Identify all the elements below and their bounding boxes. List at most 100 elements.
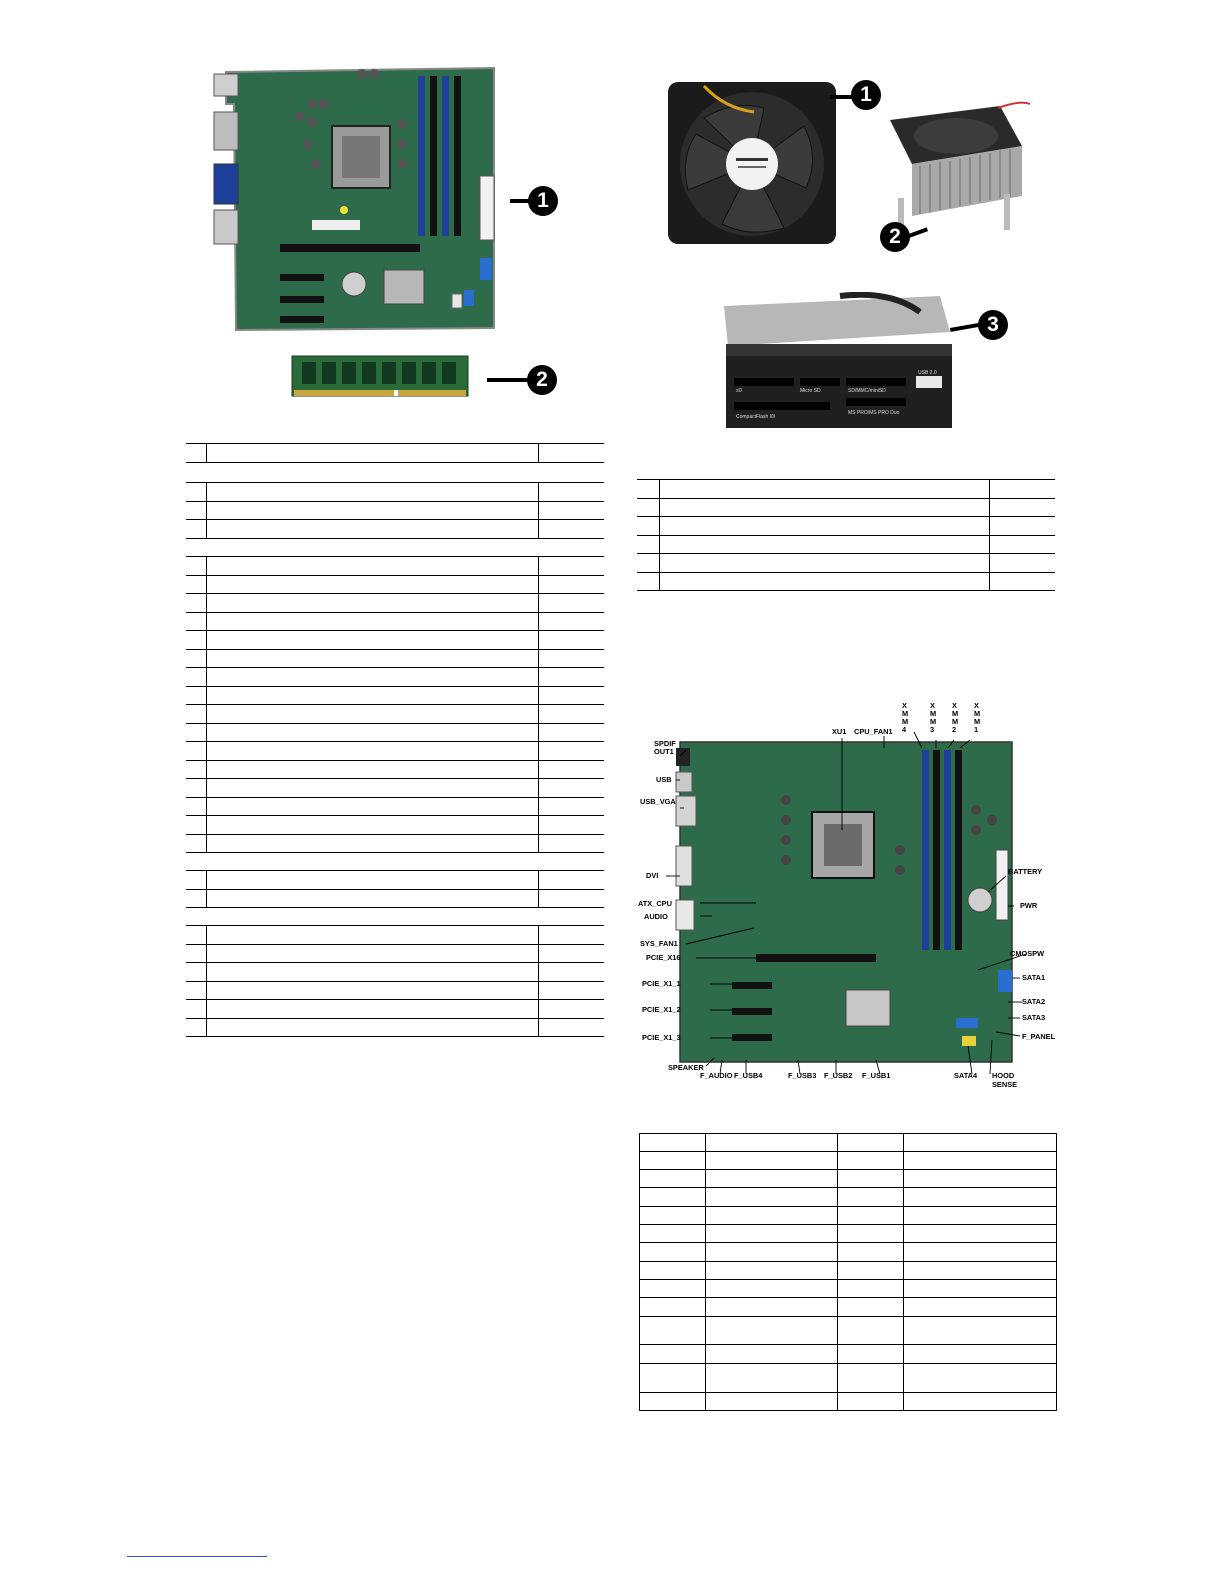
label-f-usb3: F_USB3 [788,1071,816,1080]
label-cmospw: CMOSPW [1010,949,1044,958]
table-section-row [186,907,604,926]
label-pcie-x1-2: PCIE_X1_2 [642,1005,681,1014]
label-pcie-x1-3: PCIE_X1_3 [642,1033,681,1042]
label-sense: SENSE [992,1080,1017,1089]
label-pcie-x1-1: PCIE_X1_1 [642,979,681,988]
table-row [186,981,604,1000]
label-audio: AUDIO [644,912,668,921]
label-sata3: SATA3 [1022,1013,1045,1022]
table-row [186,483,604,502]
table-row [186,704,604,724]
table-row [186,575,604,594]
label-dvi: DVI [646,871,658,880]
table-row [639,1224,1057,1243]
table-section-row [186,852,604,871]
label-f-usb4: F_USB4 [734,1071,763,1080]
label-xmm1-char: X [974,701,979,710]
table-row [186,630,604,650]
footer-link-rule [127,1556,267,1557]
label-xmm4-char: M [902,717,908,726]
reader-slot-label: xD [736,388,743,394]
table-row [186,501,604,520]
label-usb-vga: USB_VGA [640,797,676,806]
table-row [639,1297,1057,1317]
reader-slot-label: USB 2.0 [918,370,937,376]
callout-number: 1 [528,186,558,216]
table-section-row [186,538,604,557]
table-row [186,741,604,761]
label-battery: BATTERY [1008,867,1042,876]
label-xmm3-char: X [930,701,935,710]
label-f-audio: F_AUDIO [700,1071,733,1080]
label-sata1: SATA1 [1022,973,1045,982]
label-xmm3-char: M [930,717,936,726]
label-xmm2-char: M [952,709,958,718]
table-row [639,1242,1057,1262]
table-row [186,686,604,705]
label-xmm2-char: 2 [952,725,956,734]
table-row [637,498,1055,517]
table-row [186,519,604,539]
label-xmm2-char: M [952,717,958,726]
label-pwr: PWR [1020,901,1038,910]
memory-module-photo-icon [291,355,469,397]
table-row [639,1363,1057,1393]
table-row [186,944,604,963]
table-row [186,925,604,945]
table-section-row [186,462,604,483]
label-xu1: XU1 [832,727,846,736]
label-pcie-x16: PCIE_X16 [646,953,681,962]
table-row [639,1344,1057,1364]
table-row [186,870,604,890]
table-row [637,572,1055,591]
table-row [639,1133,1057,1152]
table-row [186,1018,604,1037]
parts-table-right [637,479,1055,591]
label-xmm4-char: X [902,701,907,710]
table-row [186,962,604,982]
label-sata2: SATA2 [1022,997,1045,1006]
label-atx-cpu: ATX_CPU [638,899,672,908]
reader-slot-label: MS PRO/MS PRO Duo [848,410,900,416]
table-row [186,889,604,908]
table-row [637,479,1055,499]
label-xmm1-char: 1 [974,725,978,734]
label-xmm1-char: M [974,717,980,726]
label-f-usb2: F_USB2 [824,1071,852,1080]
table-row [639,1392,1057,1411]
table-row [637,535,1055,554]
media-card-reader-photo-icon: xD Micro SD SD/MMC/miniSD USB 2.0 Compac… [724,292,952,428]
table-row [186,815,604,835]
label-xmm4-char: M [902,709,908,718]
callout-number: 2 [880,222,910,252]
table-row [186,778,604,798]
reader-slot-label: CompactFlash I/II [736,414,775,420]
table-row [637,553,1055,573]
callout-number: 1 [851,80,881,110]
table-row [186,797,604,816]
callout-number: 3 [978,310,1008,340]
table-row [639,1316,1057,1345]
table-row [639,1261,1057,1280]
label-xmm3-char: 3 [930,725,934,734]
label-f-panel: F_PANEL [1022,1032,1056,1041]
table-row [639,1151,1057,1170]
label-sata4: SATA4 [954,1071,978,1080]
table-row [186,667,604,687]
table-row [186,723,604,742]
label-xmm1-char: M [974,709,980,718]
reader-slot-label: SD/MMC/miniSD [848,388,886,394]
callout-number: 2 [527,365,557,395]
reader-slot-label: Micro SD [800,388,821,394]
table-row [186,593,604,613]
table-row [186,649,604,668]
heatsink-fan-photo-icon [890,101,1030,232]
label-xmm2-char: X [952,701,957,710]
table-row [186,443,604,463]
label-usb: USB [656,775,672,784]
label-sys-fan1: SYS_FAN1 [640,939,678,948]
table-row [186,834,604,853]
table-row [637,516,1055,536]
label-f-usb1: F_USB1 [862,1071,890,1080]
